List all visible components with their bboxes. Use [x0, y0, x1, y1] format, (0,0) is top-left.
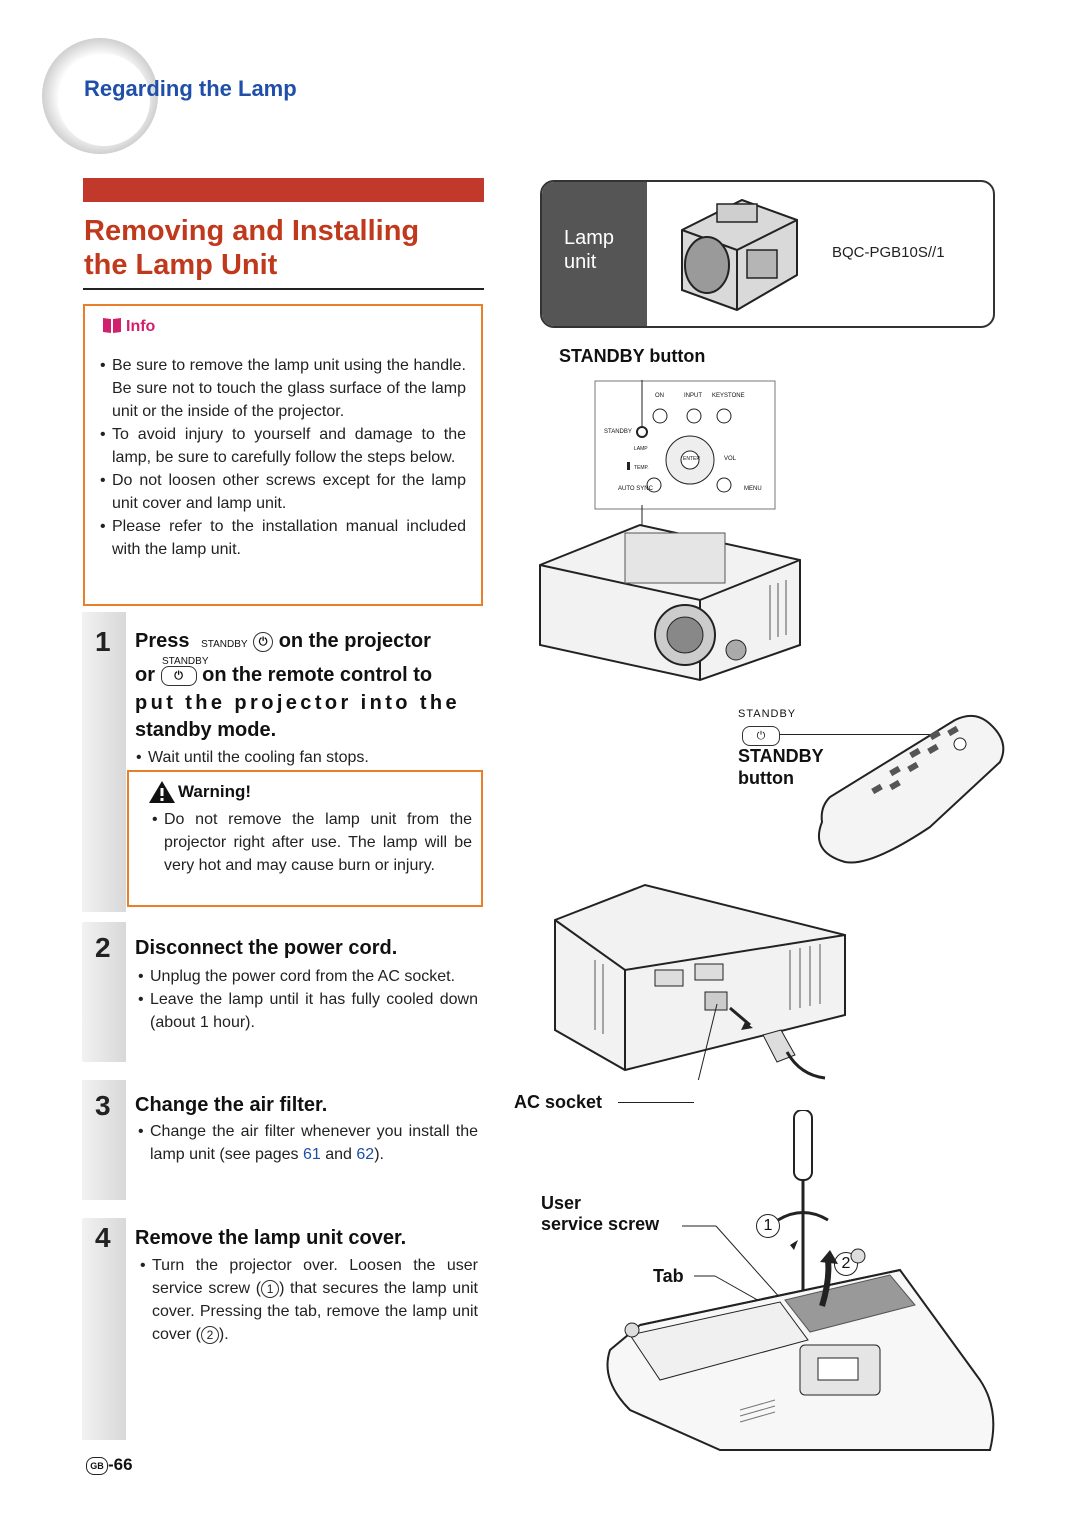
- page-title-line1: Removing and Installing: [84, 215, 420, 247]
- step1-bullet: Wait until the cooling fan stops.: [136, 746, 369, 769]
- step1-bullet-text: Wait until the cooling fan stops.: [136, 746, 369, 769]
- info-bullet: Please refer to the installation manual …: [100, 515, 466, 561]
- page-link-62[interactable]: 62: [356, 1146, 375, 1163]
- remote-standby-small-label: STANDBY: [738, 708, 797, 720]
- warning-icon: [149, 781, 175, 803]
- step1-line1-rest: on the projector: [278, 630, 431, 652]
- step2-bullet: Leave the lamp until it has fully cooled…: [138, 988, 478, 1034]
- info-box: [83, 304, 483, 606]
- panel-standby-label: STANDBY: [604, 429, 632, 435]
- lamp-unit-illustration: [681, 198, 798, 312]
- projector-front-illustration: [539, 505, 801, 682]
- info-bullets: Be sure to remove the lamp unit using th…: [100, 354, 466, 561]
- standby-button-label: STANDBY button: [559, 346, 706, 366]
- step1-line2: or ⏻ on the remote control to: [135, 664, 432, 687]
- step-number: 2: [95, 932, 111, 963]
- warning-box: [127, 770, 483, 907]
- step3-and: and: [325, 1146, 352, 1163]
- panel-keystone-label: KEYSTONE: [712, 393, 745, 399]
- tab-label: Tab: [653, 1266, 684, 1286]
- remote-power-icon: ⏻: [160, 665, 197, 686]
- step4-bullet: Turn the projector over. Loosen the user…: [140, 1254, 478, 1346]
- step-rail-1: [82, 612, 126, 912]
- lamp-cover-removal-illustration: [606, 1110, 995, 1451]
- section-title: Regarding the Lamp: [84, 76, 297, 101]
- panel-auto-sync-label: AUTO SYNC: [618, 486, 653, 492]
- user-label: User: [541, 1193, 582, 1213]
- title-rule: [83, 288, 484, 290]
- lamp-card-label: Lamp unit: [564, 226, 614, 274]
- lamp-label-line2: unit: [564, 251, 597, 273]
- page-link-61[interactable]: 61: [302, 1146, 321, 1163]
- step2-bullets: Unplug the power cord from the AC socket…: [138, 965, 478, 1034]
- ac-socket-label: AC socket: [514, 1092, 603, 1112]
- info-bullet: Do not loosen other screws except for th…: [100, 469, 466, 515]
- remote-standby-label: STANDBY: [738, 746, 824, 766]
- title-accent-bar: [83, 178, 484, 202]
- step-number: 1: [95, 626, 111, 657]
- step-number: 4: [95, 1222, 111, 1253]
- step-rail-2: [82, 922, 126, 1062]
- marker-1-inline: 1: [261, 1280, 280, 1298]
- lamp-label-line1: Lamp: [564, 227, 615, 249]
- control-panel-closeup: [594, 380, 776, 510]
- lamp-card-label-panel: Lamp unit: [542, 182, 647, 326]
- lamp-unit-card: Lamp unit BQC-PGB10S//1: [540, 180, 995, 328]
- step1-line1: Press STANDBY ⏻ on the projector: [135, 630, 431, 653]
- panel-input-label: INPUT: [684, 393, 702, 399]
- remote-button-label: button: [738, 768, 794, 788]
- projector-rear-illustration: [554, 883, 846, 1080]
- panel-menu-label: MENU: [744, 486, 762, 492]
- remote-standby-icon: ⏻: [742, 726, 780, 746]
- step4-text-b: ) that secures the lamp unit cover. Pres…: [152, 1280, 478, 1343]
- step4-text-a: Turn the projector over. Loosen the user…: [152, 1257, 478, 1297]
- info-bullet: To avoid injury to yourself and damage t…: [100, 423, 466, 469]
- info-bullet: Be sure to remove the lamp unit using th…: [100, 354, 466, 423]
- warning-text: Do not remove the lamp unit from the pro…: [152, 808, 472, 877]
- panel-temp-label: TEMP.: [634, 465, 649, 471]
- step3-title: Change the air filter.: [135, 1094, 328, 1116]
- corner-ring-decoration: [42, 38, 158, 154]
- step-rail-4: [82, 1218, 126, 1440]
- step3-text: Change the air filter whenever you insta…: [138, 1120, 478, 1166]
- warning-bullets: Do not remove the lamp unit from the pro…: [152, 808, 472, 877]
- step1-press: Press: [135, 630, 190, 652]
- page-title-line2: the Lamp Unit: [84, 249, 278, 281]
- remote-leader-line: [780, 734, 930, 735]
- step3-end: ).: [374, 1146, 384, 1163]
- region-badge: GB: [86, 1457, 108, 1475]
- ac-socket-leader: [618, 1102, 694, 1103]
- marker-2: 2: [834, 1252, 858, 1276]
- panel-vol-label: VOL: [724, 456, 737, 462]
- panel-on-label: ON: [655, 393, 664, 399]
- panel-lamp-label: LAMP: [634, 446, 648, 452]
- lamp-model-number: BQC-PGB10S//1: [832, 244, 945, 261]
- service-screw-label: service screw: [541, 1214, 660, 1234]
- step4-text-c: ).: [218, 1326, 229, 1343]
- step3-bullet: Change the air filter whenever you insta…: [138, 1120, 478, 1166]
- warning-label: Warning!: [178, 782, 252, 801]
- step-number: 3: [95, 1090, 111, 1121]
- step1-line2-rest: on the remote control to: [202, 664, 433, 686]
- step-rail-3: [82, 1080, 126, 1200]
- remote-standby-key-label: STANDBY: [162, 656, 209, 667]
- marker-2-inline: 2: [200, 1326, 219, 1344]
- remote-control-illustration: [817, 714, 1005, 864]
- standby-key-label: STANDBY: [201, 639, 248, 650]
- step1-or: or: [135, 664, 155, 686]
- page-number: -66: [108, 1455, 133, 1474]
- page-title: Removing and Installing the Lamp Unit: [84, 214, 484, 282]
- step1-line3: put the projector into the: [135, 692, 461, 714]
- step2-title: Disconnect the power cord.: [135, 937, 398, 959]
- power-icon: ⏻: [253, 631, 274, 652]
- book-icon: [103, 318, 121, 333]
- step3-text-a: Change the air filter whenever you insta…: [150, 1123, 478, 1163]
- info-label: Info: [126, 318, 156, 335]
- marker-1: 1: [756, 1214, 780, 1238]
- step1-line4: standby mode.: [135, 719, 277, 741]
- step2-bullet: Unplug the power cord from the AC socket…: [138, 965, 478, 988]
- step4-text: Turn the projector over. Loosen the user…: [140, 1254, 478, 1346]
- step4-title: Remove the lamp unit cover.: [135, 1227, 407, 1249]
- panel-enter-label: ENTER: [683, 456, 700, 462]
